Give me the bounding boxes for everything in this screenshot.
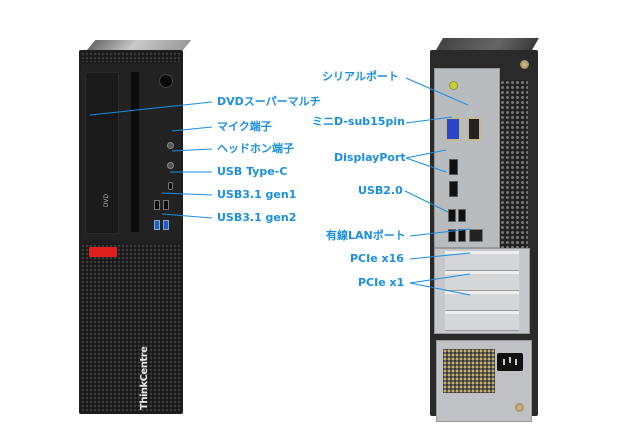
screw-icon bbox=[515, 403, 524, 412]
thumbscrew-icon bbox=[520, 60, 529, 69]
usb-type-c-port-icon bbox=[168, 182, 173, 190]
usb20-port-icon bbox=[458, 229, 466, 242]
usb-gen2-port-icon bbox=[163, 220, 169, 230]
usb-gen1-port-icon bbox=[154, 200, 160, 210]
pcie-x1-slot bbox=[445, 291, 519, 311]
brand-logo: ThinkCentre bbox=[139, 346, 150, 410]
label-usb20: USB2.0 bbox=[358, 184, 403, 197]
label-usb31-gen1: USB3.1 gen1 bbox=[217, 188, 297, 201]
bezel-slot bbox=[131, 72, 139, 232]
usb20-port-icon bbox=[448, 209, 456, 222]
displayport-icon bbox=[449, 159, 458, 175]
pcie-x1-slot bbox=[445, 271, 519, 291]
label-pcie-x16: PCIe x16 bbox=[350, 252, 404, 265]
ac-pin bbox=[509, 357, 511, 363]
usb-gen2-port-icon bbox=[154, 220, 160, 230]
usb20-port-icon bbox=[448, 229, 456, 242]
rear-vent bbox=[500, 80, 528, 250]
power-button-icon bbox=[159, 74, 173, 88]
label-mini-dsub15: ミニD-sub15pin bbox=[312, 115, 405, 128]
label-dvd-drive: DVDスーパーマルチ bbox=[217, 95, 321, 108]
front-view-pc: DVD ThinkCentre bbox=[79, 40, 192, 416]
label-displayport: DisplayPort bbox=[334, 151, 406, 164]
displayport-icon bbox=[449, 181, 458, 197]
red-tab bbox=[89, 247, 117, 257]
ac-pin bbox=[503, 359, 505, 365]
headphone-jack-icon bbox=[167, 162, 174, 169]
label-mic-jack: マイク端子 bbox=[217, 120, 272, 133]
front-chassis: DVD ThinkCentre bbox=[79, 50, 183, 414]
dvd-drive: DVD bbox=[85, 72, 119, 234]
psu-fan-grill bbox=[443, 349, 495, 393]
vga-port-icon bbox=[445, 117, 461, 141]
label-usb-type-c: USB Type-C bbox=[217, 165, 288, 178]
audio-jack-icon bbox=[449, 81, 458, 90]
front-top-vent bbox=[81, 52, 181, 62]
usb-gen1-port-icon bbox=[163, 200, 169, 210]
front-top-edge bbox=[87, 40, 192, 50]
ac-pin bbox=[515, 359, 517, 365]
lan-port-icon bbox=[469, 229, 483, 242]
dvd-logo-icon: DVD bbox=[103, 193, 111, 208]
usb20-port-icon bbox=[458, 209, 466, 222]
ac-inlet-icon bbox=[497, 353, 523, 371]
rear-top-edge bbox=[436, 38, 539, 50]
serial-port-icon bbox=[467, 117, 481, 141]
expansion-slots bbox=[434, 248, 530, 334]
label-pcie-x1: PCIe x1 bbox=[358, 276, 405, 289]
label-usb31-gen2: USB3.1 gen2 bbox=[217, 211, 297, 224]
mic-jack-icon bbox=[167, 142, 174, 149]
pcie-slot bbox=[445, 311, 519, 331]
power-supply bbox=[436, 340, 532, 422]
rear-view-pc bbox=[430, 38, 539, 422]
io-plate bbox=[434, 68, 500, 248]
rear-chassis bbox=[430, 50, 538, 422]
label-lan-port: 有線LANポート bbox=[326, 229, 406, 242]
label-headphone-jack: ヘッドホン端子 bbox=[217, 142, 294, 155]
front-bezel: DVD bbox=[81, 64, 181, 240]
front-grill bbox=[81, 244, 181, 412]
label-serial-port: シリアルポート bbox=[322, 70, 399, 83]
pcie-x16-slot bbox=[445, 251, 519, 271]
